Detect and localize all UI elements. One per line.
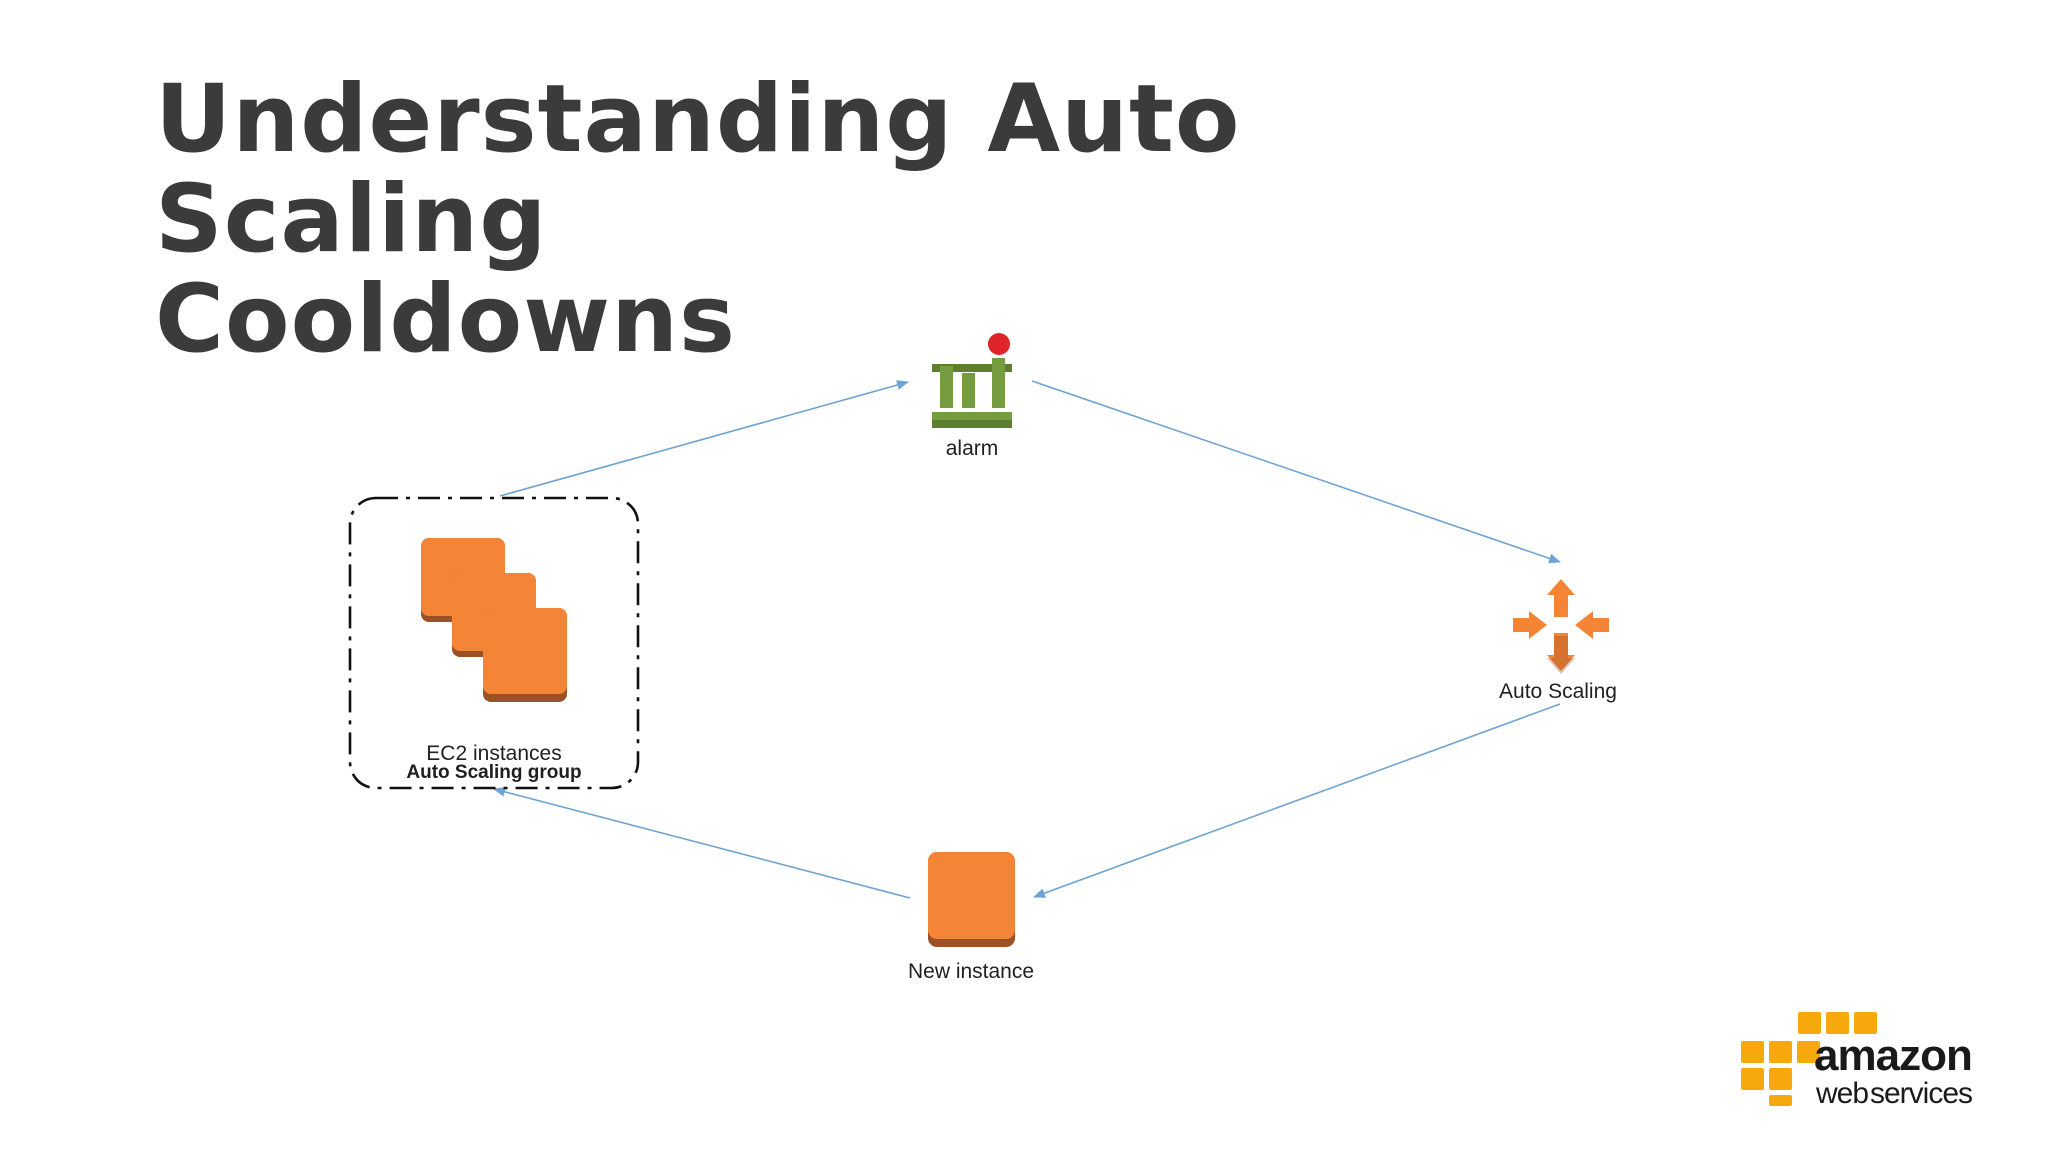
arrow-alarm-to-autoscaling <box>1031 380 1561 564</box>
aws-logo-services-text: services <box>1870 1077 1973 1110</box>
title-line-2: Cooldowns <box>155 265 736 374</box>
arrow-group-to-alarm <box>499 380 909 497</box>
cloudwatch-alarm-icon <box>932 333 1012 428</box>
title-line-1: Understanding Auto Scaling <box>155 65 1241 274</box>
aws-logo-amazon-text: amazon <box>1814 1031 1973 1080</box>
new-instance-label: New instance <box>907 960 1035 983</box>
auto-scaling-group-box <box>348 496 640 790</box>
aws-logo-cubes-icon <box>1741 1012 1877 1106</box>
ec2-instance-icon <box>928 852 1015 947</box>
auto-scaling-icon <box>1513 579 1609 674</box>
ec2-instances-icon <box>421 538 567 702</box>
arrow-autoscaling-to-new-instance <box>1033 703 1561 898</box>
page-title: Understanding Auto Scaling Cooldowns <box>155 70 1655 370</box>
alarm-label: alarm <box>945 437 999 460</box>
auto-scaling-label: Auto Scaling <box>1499 680 1617 703</box>
arrow-new-instance-to-group <box>493 786 911 899</box>
auto-scaling-group-label: Auto Scaling group <box>406 762 582 783</box>
aws-logo-web-text: web <box>1816 1077 1869 1110</box>
ec2-instances-label: EC2 instances <box>426 742 562 765</box>
